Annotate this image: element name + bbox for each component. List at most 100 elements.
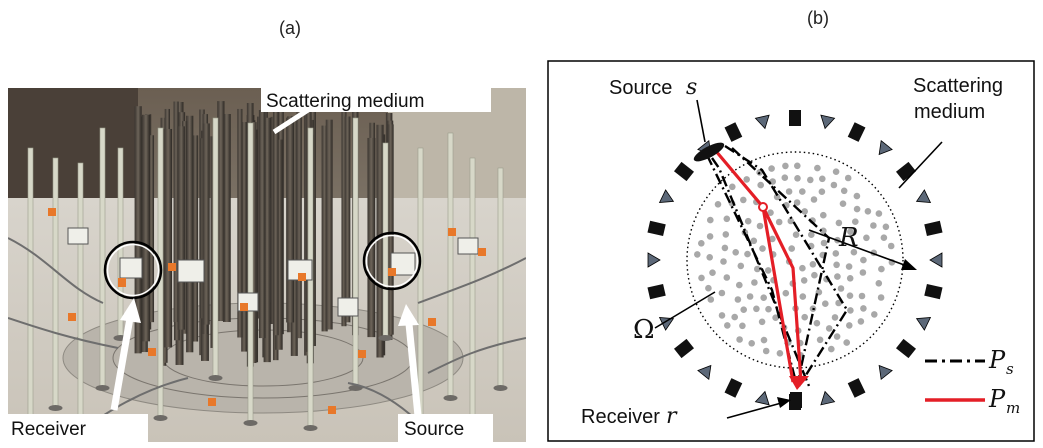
scatterer-dot [800,277,808,284]
scatterer-dot [852,218,859,225]
source-transducer [693,142,725,162]
scatterer-dot [769,235,776,243]
scatterer-dot [835,219,843,227]
scatterer-dot [748,340,755,347]
scatterer-dot [864,208,872,215]
scatterer-rod [275,139,283,350]
scatterer-dot [731,313,738,321]
transducer-element [896,338,916,359]
transducer-element [789,110,801,126]
scatterer-dot [764,267,772,274]
scatterer-rod [321,125,328,332]
scatterer-dot [816,336,824,344]
scatterer-dot [793,199,801,206]
scatterer-dot [875,280,883,287]
scatterer-rod [237,108,243,338]
scatterer-rod [222,114,231,322]
transducer-pillar [352,117,359,389]
scatter-point [758,202,768,212]
scatterer-rod [367,137,376,338]
transducer-element [647,252,661,268]
scatterer-dot [724,322,731,329]
scatterer-dot [740,306,747,313]
scatterer-dot [788,245,795,252]
scatterer-rod [141,114,150,342]
scatterer-dot [820,239,828,247]
scatterer-dot [840,187,848,195]
scattering-region-boundary [686,151,904,369]
scatterer-dot [853,205,861,213]
transducer-element [658,189,675,203]
scatterer-dot [859,269,867,276]
scatterer-rod [290,116,298,356]
scatterer-dot [759,245,766,252]
scattering-label-line1: Scattering [913,75,1003,97]
experiment-photo: Scattering medium Receiver Source [8,88,526,442]
scatterer-dot [781,174,789,181]
scatterer-dot [732,249,739,256]
transducer-element [724,122,743,142]
scatterer-dot [858,292,866,300]
transducer-element [820,114,836,130]
receiver-pointer [726,401,786,419]
source-label: Source [404,419,464,440]
scatterer-dot [801,208,808,215]
pillar-base [378,335,393,341]
receiver-arrow [110,298,141,411]
source-label: Source [609,77,672,99]
scatterer-dot [705,284,712,292]
transducer-element [929,252,943,268]
source-highlight-circle-inner [365,234,419,288]
transducer-element [697,364,712,381]
scatterer-dot [818,188,826,195]
receiver-highlight-circle [103,240,163,300]
scatterer-dot [775,218,783,226]
scatterer-rod [344,116,351,323]
scatterer-dot [794,162,801,170]
scatterer-rod [186,115,194,353]
transducer-pillar [469,157,476,429]
panel-b-label: (b) [807,8,829,28]
source-label-box [398,414,493,442]
scatterer-dot [811,271,818,279]
scatterer-dot [843,339,850,346]
omega-pointer [654,291,716,329]
scatterer-dot [832,250,840,257]
pillar-base [95,385,110,391]
scatterer-rod [134,106,142,354]
scatterer-dot [707,296,715,303]
scatterer-rod [202,123,210,325]
scatterer-rod [387,124,394,335]
transducer-pillar [417,147,424,419]
scatterer-dot [832,168,840,175]
source-arrow [398,304,422,417]
scatterer-dot [757,181,764,189]
scatterer-dot [698,240,705,247]
pillar-base [48,405,63,411]
scatterer-dot [765,305,772,313]
scattering-label-box [261,88,491,112]
scatterer-dot [807,176,814,184]
scatterer-dot [729,183,736,191]
scatterer-dot [799,264,806,272]
scatterer-dot [875,210,883,217]
scatterer-dot [834,273,841,280]
legend-pm-label: P [988,385,1006,413]
scatterer-dot [847,228,854,235]
transducer-element [647,220,666,237]
scatterer-dot [846,275,854,282]
pillar-base [208,375,223,381]
scatterer-dot [839,200,847,207]
scatterer-dot [707,216,714,224]
scatterer-dot [844,174,852,182]
scatterer-dot [751,279,758,286]
transducer-element [724,378,743,398]
scatterer-dot [718,312,726,319]
scatterer-dot [721,244,729,252]
pillar-base [153,415,168,421]
transducer-element [674,338,694,359]
transducer-element [915,317,932,331]
transducer-element [878,139,893,156]
radius-arrow [808,229,917,270]
scatterer-rod [173,101,179,323]
